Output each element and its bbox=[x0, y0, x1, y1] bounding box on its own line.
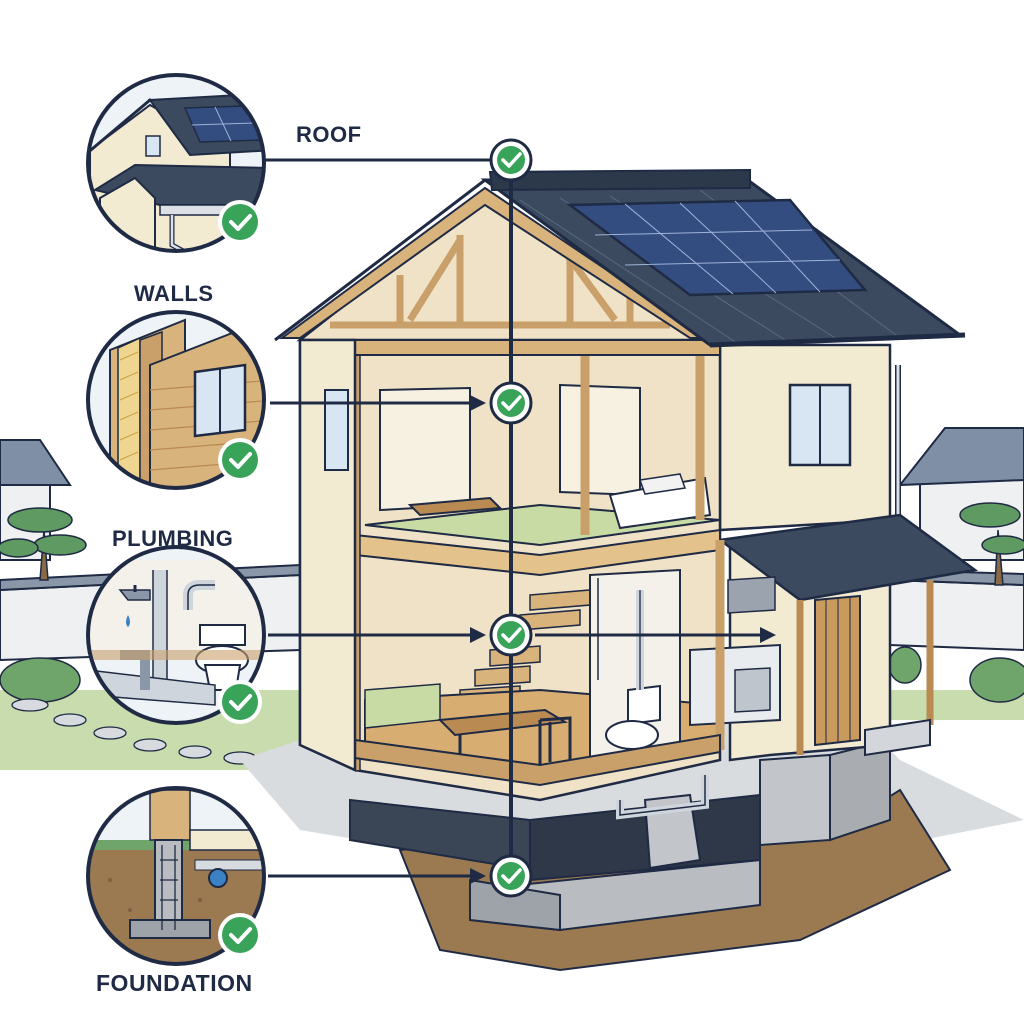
toilet-tank bbox=[627, 684, 661, 726]
oven bbox=[734, 667, 771, 713]
checkpoint-plumbing[interactable] bbox=[489, 613, 533, 657]
check-circle-icon bbox=[501, 152, 522, 168]
check-circle-icon bbox=[501, 395, 522, 411]
arrowhead-plumbing bbox=[470, 627, 486, 643]
footing bbox=[469, 878, 561, 932]
pillow bbox=[638, 473, 687, 495]
house-cutaway bbox=[274, 168, 979, 972]
checkpoint-foundation[interactable] bbox=[489, 854, 533, 898]
detail-plumbing[interactable] bbox=[86, 545, 270, 725]
check-circle-icon bbox=[222, 917, 258, 953]
roof-ridge bbox=[488, 168, 751, 192]
plumbing-label: PLUMBING bbox=[112, 526, 234, 551]
arrowhead-walls bbox=[470, 395, 486, 411]
ground-floor-tatami bbox=[364, 683, 441, 729]
arrowhead-foundation bbox=[470, 868, 486, 884]
shrub bbox=[969, 657, 1024, 703]
solar-panel bbox=[566, 198, 868, 297]
gutter bbox=[709, 332, 966, 348]
right-boundary-wall bbox=[889, 578, 1024, 652]
pine-tree-left bbox=[0, 507, 87, 581]
roof-label: ROOF bbox=[296, 122, 362, 147]
pine-tree-right bbox=[959, 502, 1024, 586]
shoji-door bbox=[379, 386, 471, 512]
porch-pier bbox=[759, 753, 831, 847]
drain-pipe-outline bbox=[619, 775, 706, 816]
right-neighbor-roof bbox=[897, 427, 1024, 487]
entry-step bbox=[864, 718, 931, 757]
check-circle-icon bbox=[222, 442, 258, 478]
shoji-door bbox=[559, 383, 641, 497]
walls-label: WALLS bbox=[134, 281, 214, 306]
left-neighbor-roof bbox=[0, 439, 72, 486]
checkpoint-walls[interactable] bbox=[489, 381, 533, 425]
detail-foundation[interactable] bbox=[86, 786, 270, 970]
connector-arrowheads bbox=[470, 395, 776, 884]
range-hood bbox=[727, 576, 776, 614]
arrowhead-plumbing-right bbox=[760, 627, 776, 643]
shrub bbox=[0, 657, 81, 703]
shrub bbox=[888, 646, 922, 684]
solar-grid bbox=[594, 200, 841, 295]
low-table bbox=[407, 496, 503, 517]
checkpoint-roof[interactable] bbox=[489, 138, 533, 182]
side-window bbox=[324, 389, 349, 471]
check-circle-icon bbox=[501, 627, 522, 643]
foundation-label: FOUNDATION bbox=[96, 970, 253, 996]
check-circle-icon bbox=[222, 684, 258, 720]
detail-walls[interactable] bbox=[86, 310, 275, 500]
stepping-stones bbox=[11, 698, 257, 765]
gable-rafter bbox=[278, 186, 712, 339]
detail-roof[interactable] bbox=[85, 73, 275, 260]
toilet-bowl bbox=[605, 720, 659, 750]
check-circle-icon bbox=[222, 204, 258, 240]
check-circle-icon bbox=[501, 868, 522, 884]
door-lattice bbox=[825, 598, 851, 744]
connector-lines bbox=[265, 158, 760, 878]
